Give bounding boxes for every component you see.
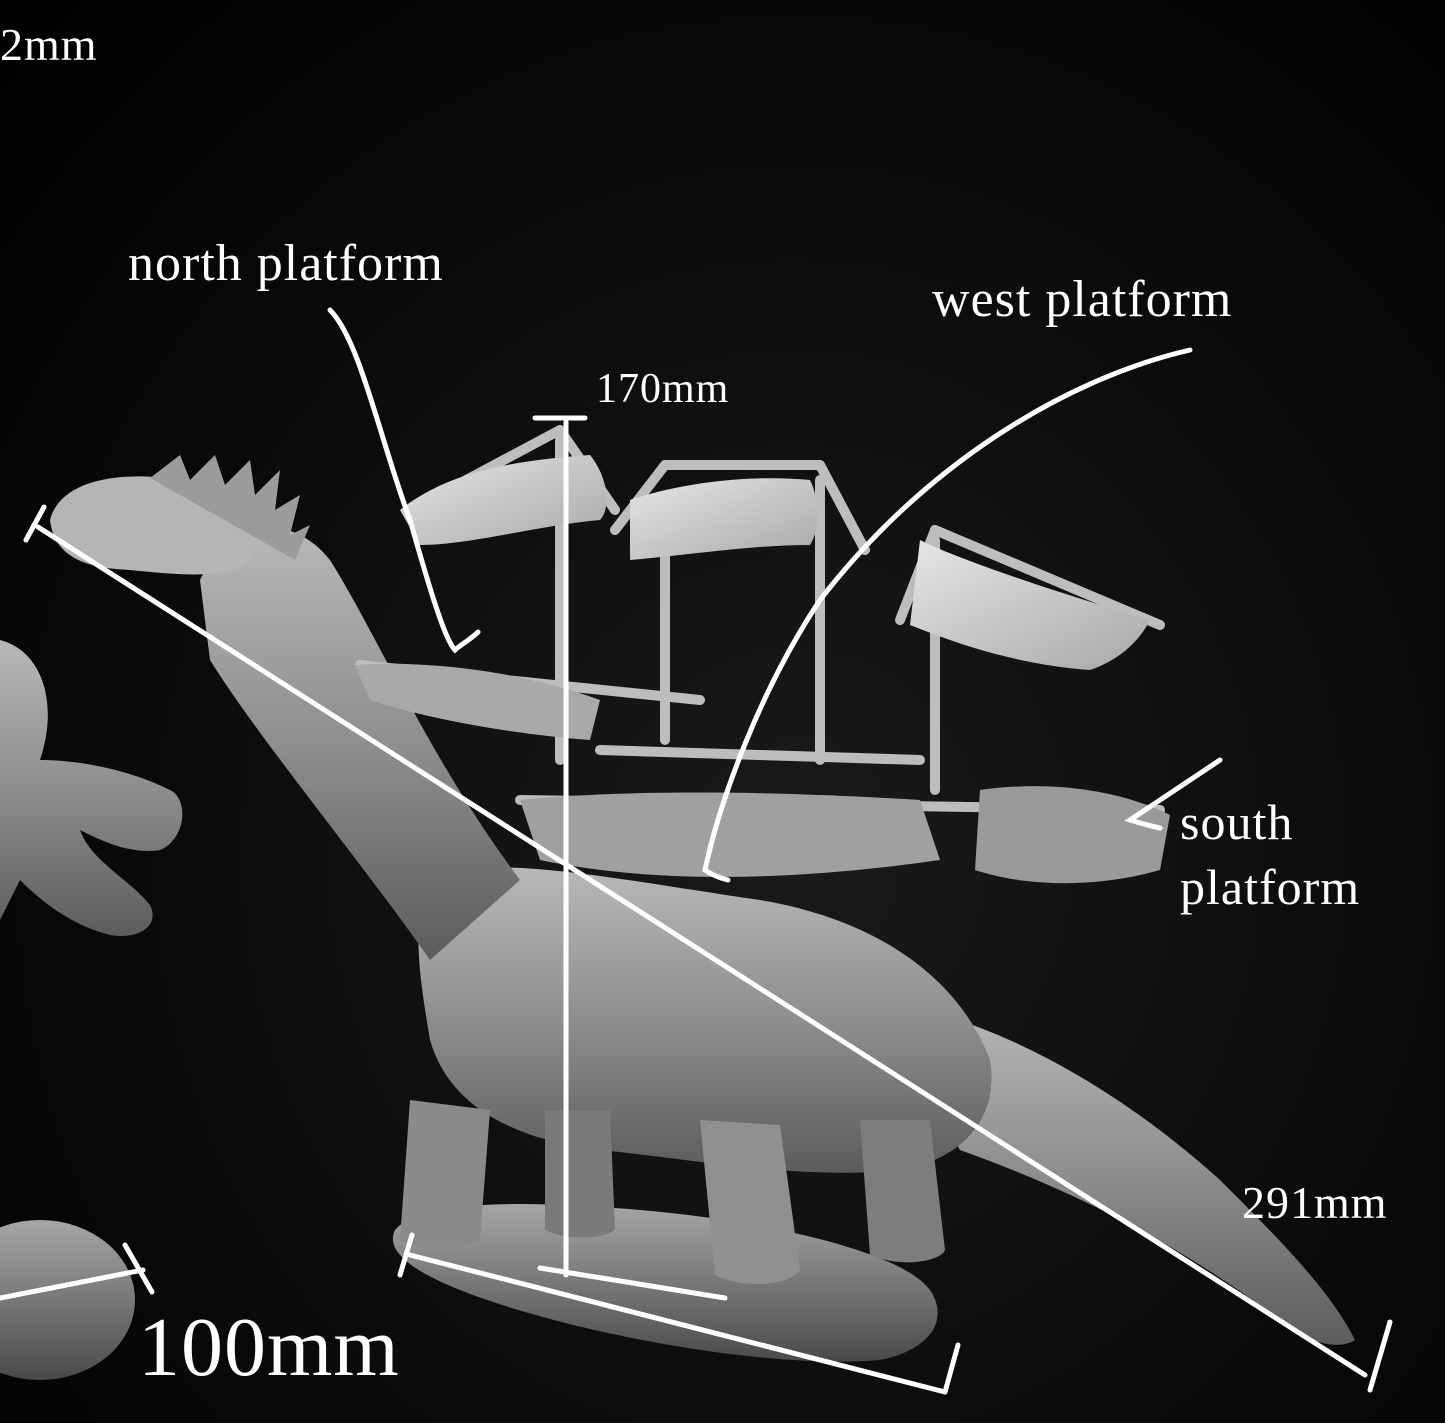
canopies: [400, 455, 1150, 670]
west-platform-label: west platform: [932, 271, 1233, 328]
miniature-base: [392, 1204, 938, 1362]
dinosaur-model: [50, 455, 1355, 1345]
length-measurement-label: 291mm: [1242, 1177, 1388, 1228]
height-measurement-label: 170mm: [596, 366, 730, 412]
north-platform-label: north platform: [128, 235, 444, 292]
partial-measurement-label: 2mm: [0, 19, 98, 70]
platforms: [355, 663, 1170, 884]
north-platform-leader: [327, 307, 481, 654]
south-platform-leader: [1124, 757, 1223, 831]
annotation-lines: [0, 307, 1393, 1395]
south-platform-label: south platform: [1180, 794, 1361, 915]
base-dimension-line: [407, 1252, 948, 1395]
length-dimension-line: [35, 524, 1368, 1378]
base-measurement-label: 100mm: [138, 1301, 400, 1394]
left-creature: [0, 640, 183, 1380]
west-platform-leader: [702, 347, 1193, 883]
